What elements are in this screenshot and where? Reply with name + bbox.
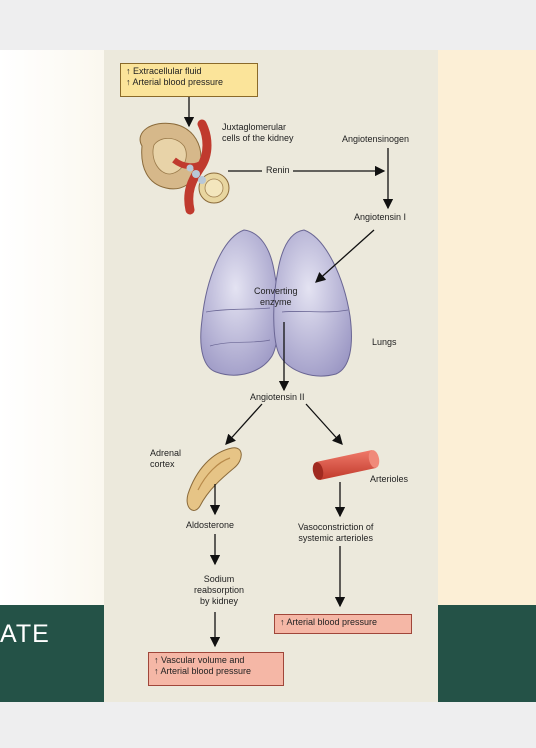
- adrenal-line-1: Adrenal: [150, 448, 182, 458]
- vasoconstriction-label: Vasoconstriction of systemic arterioles: [298, 522, 373, 544]
- kidney-illustration: [139, 119, 230, 215]
- lungs-illustration: [200, 229, 352, 377]
- arterial-pressure-box: ↑ Arterial blood pressure: [274, 614, 412, 634]
- adrenal-cortex-illustration: [186, 447, 242, 511]
- diagram-graphics: [139, 96, 394, 648]
- angiotensinogen-label: Angiotensinogen: [342, 134, 410, 144]
- converting-enzyme-label: Converting enzyme: [254, 286, 298, 308]
- slide-title-fragment: ATE: [0, 620, 50, 648]
- sodium-reabsorption-label: Sodium reabsorption by kidney: [194, 574, 244, 607]
- presentation-slide: ATE: [0, 50, 536, 702]
- trigger-line-2: ↑ Arterial blood pressure: [126, 77, 224, 87]
- outcome-line-1: ↑ Vascular volume and: [154, 655, 245, 665]
- juxtaglomerular-label: Juxtaglomerular cells of the kidney: [222, 122, 294, 144]
- converting-enzyme-line-1: Converting: [254, 286, 298, 296]
- arterial-pressure-text: ↑ Arterial blood pressure: [280, 617, 378, 627]
- arteriole-illustration: [312, 450, 380, 480]
- renin-label: Renin: [266, 165, 290, 175]
- adrenal-line-2: cortex: [150, 459, 175, 469]
- lungs-label: Lungs: [372, 337, 397, 347]
- slide-title-band-right: [438, 605, 536, 702]
- angiotensin-1-label: Angiotensin I: [354, 212, 407, 222]
- trigger-box: ↑ Extracellular fluid ↑ Arterial blood p…: [120, 63, 258, 97]
- outcome-line-2: ↑ Arterial blood pressure: [154, 666, 252, 676]
- vasoconstriction-line-2: systemic arterioles: [298, 533, 373, 543]
- raas-diagram: ↑ Extracellular fluid ↑ Arterial blood p…: [104, 50, 438, 702]
- trigger-line-1: ↑ Extracellular fluid: [126, 66, 202, 76]
- slide-title-band-left: [0, 605, 104, 702]
- adrenal-cortex-label: Adrenal cortex: [150, 448, 181, 470]
- aldosterone-label: Aldosterone: [186, 520, 235, 530]
- angiotensin-2-label: Angiotensin II: [250, 392, 305, 402]
- juxtaglomerular-line-2: cells of the kidney: [222, 133, 294, 143]
- sodium-line-1: Sodium: [203, 574, 235, 584]
- outcome-box: ↑ Vascular volume and ↑ Arterial blood p…: [148, 652, 284, 686]
- flow-arrows: [183, 96, 394, 648]
- juxtaglomerular-line-1: Juxtaglomerular: [222, 122, 287, 132]
- arterioles-label: Arterioles: [370, 474, 409, 484]
- slide-left-panel: [0, 50, 104, 702]
- sodium-line-3: by kidney: [200, 596, 239, 606]
- sodium-line-2: reabsorption: [194, 585, 245, 595]
- converting-enzyme-line-2: enzyme: [260, 297, 292, 307]
- vasoconstriction-line-1: Vasoconstriction of: [298, 522, 374, 532]
- slide-right-panel: [438, 50, 536, 702]
